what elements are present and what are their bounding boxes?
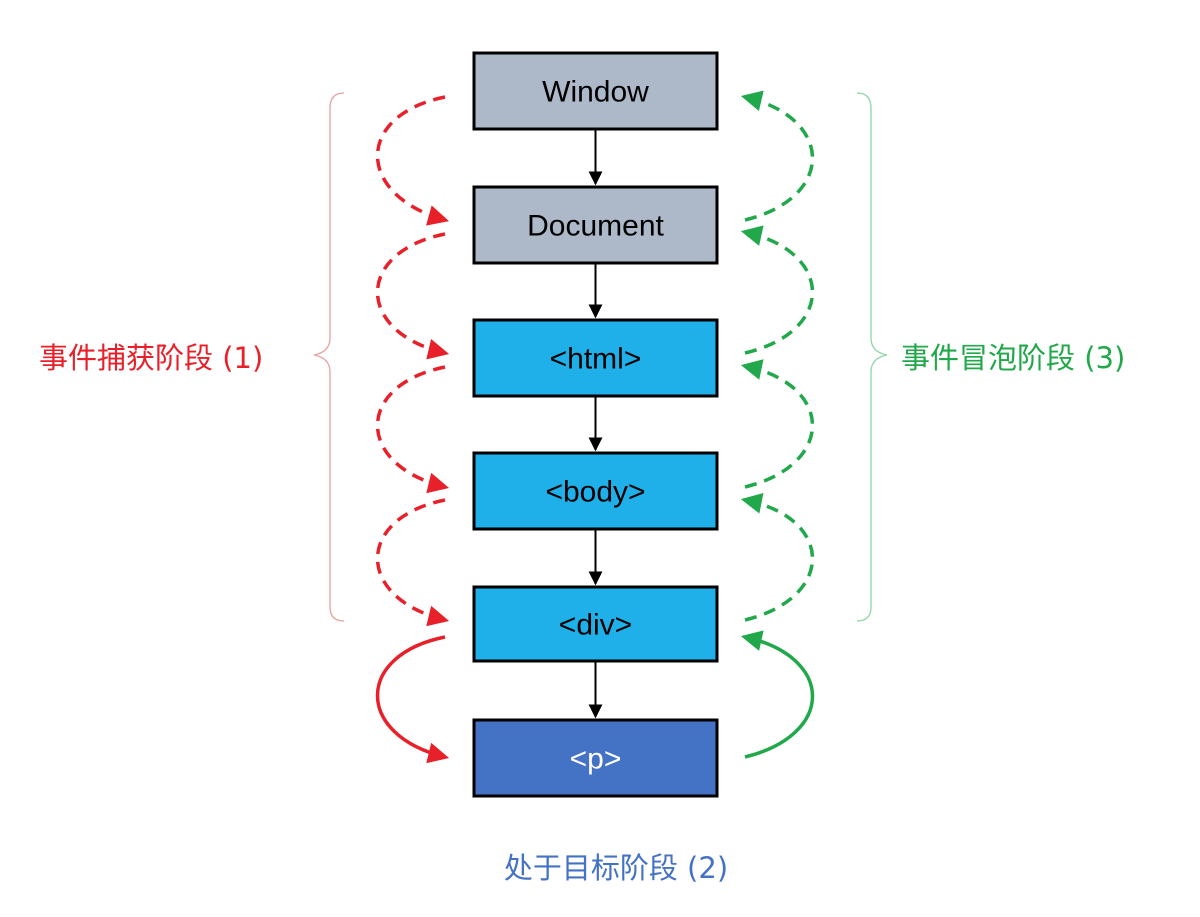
node-div: <div> [472,585,719,663]
capture-arrow-html-body [375,365,450,494]
node-html: <html> [472,318,719,398]
node-body: <body> [472,451,719,531]
capture-brace [313,92,345,622]
capture-arrow-div-p [375,635,450,764]
capture-phase-label: 事件捕获阶段 (1) [39,341,263,375]
node-label-div: <div> [559,609,632,642]
node-label-document: Document [527,210,664,243]
bubble-phase-label: 事件冒泡阶段 (3) [901,341,1125,375]
node-label-html: <html> [550,343,642,376]
bubble-arrow-body-html [740,359,815,489]
node-document: Document [472,185,719,265]
capture-arrow-document-html [375,232,450,360]
node-label-p: <p> [570,743,622,776]
node-p: <p> [472,718,719,798]
capture-arrow-window-document [375,95,450,226]
capture-arrow-body-div [375,498,450,627]
bubble-arrow-p-div [740,630,815,759]
bubble-arrow-document-window [740,90,815,222]
node-window: Window [472,51,719,131]
target-phase-label: 处于目标阶段 (2) [504,851,728,885]
node-label-window: Window [542,76,649,109]
bubble-arrows [740,90,815,759]
bubble-arrow-div-body [740,493,815,622]
capture-arrows [375,95,450,764]
node-label-body: <body> [545,476,645,509]
bubble-brace [856,92,888,622]
bubble-arrow-html-document [740,225,815,355]
